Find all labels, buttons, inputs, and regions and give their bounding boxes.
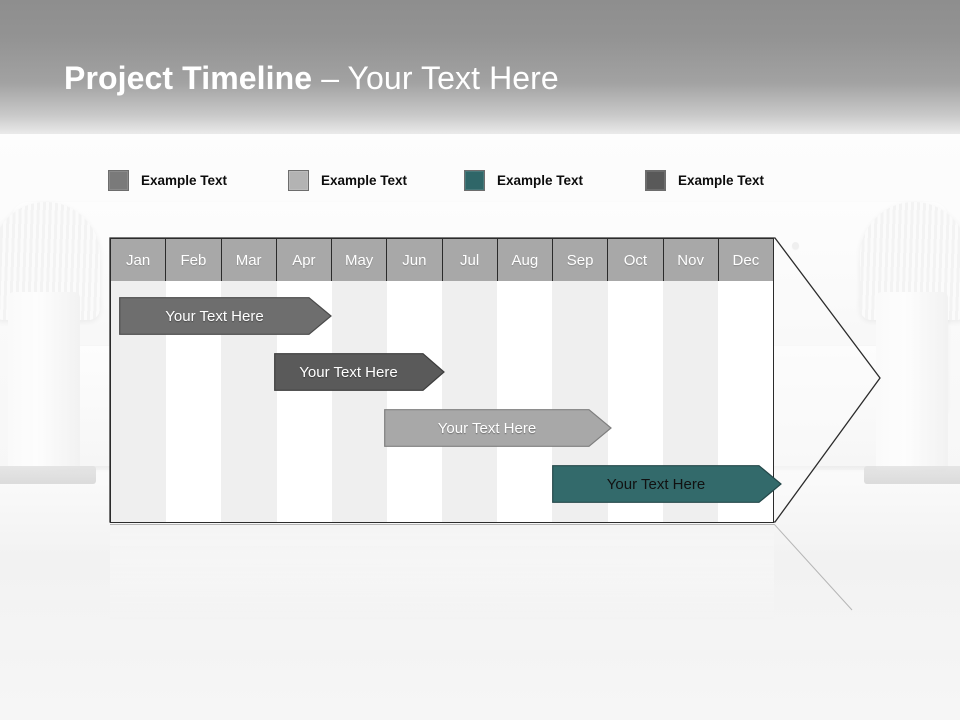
page-title: Project Timeline – Your Text Here (64, 60, 559, 97)
month-header-oct: Oct (608, 239, 664, 281)
task-bar-2[interactable]: Your Text Here (274, 353, 445, 391)
grid-column (386, 281, 443, 522)
legend-item-1[interactable]: Example Text (108, 168, 227, 192)
legend-label: Example Text (497, 172, 584, 188)
month-header-jan: Jan (111, 239, 167, 281)
reflection-arrow-line (774, 524, 853, 611)
month-header-mar: Mar (221, 239, 277, 281)
grid-column (497, 281, 553, 522)
task-bar-4[interactable]: Your Text Here (552, 465, 782, 503)
month-header-aug: Aug (497, 239, 553, 281)
grid-column (442, 281, 498, 522)
month-header-feb: Feb (166, 239, 222, 281)
task-bar-2-shape (274, 353, 445, 391)
legend: Example Text Example Text Example Text E… (0, 168, 960, 194)
legend-item-3[interactable]: Example Text (464, 168, 583, 192)
month-header-apr: Apr (276, 239, 332, 281)
legend-label: Example Text (321, 172, 408, 188)
legend-swatch-icon (645, 169, 666, 191)
chart-reflection (110, 524, 774, 620)
legend-item-4[interactable]: Example Text (645, 168, 764, 192)
task-bar-4-shape (552, 465, 782, 503)
legend-label: Example Text (141, 172, 228, 188)
month-header-nov: Nov (663, 239, 719, 281)
task-bar-1-shape (119, 297, 332, 335)
legend-label: Example Text (678, 172, 765, 188)
page-title-rest: – Your Text Here (312, 60, 559, 96)
legend-item-2[interactable]: Example Text (288, 168, 407, 192)
sofa-arm-left (0, 196, 106, 486)
legend-swatch-icon (464, 169, 485, 191)
month-header-jun: Jun (387, 239, 443, 281)
page-title-bold: Project Timeline (64, 60, 313, 96)
title-band: Project Timeline – Your Text Here (0, 0, 960, 134)
month-header-row: Jan Feb Mar Apr May Jun Jul Aug Sep Oct … (111, 239, 773, 281)
month-header-dec: Dec (718, 239, 773, 281)
timeline-chart: Jan Feb Mar Apr May Jun Jul Aug Sep Oct … (110, 238, 782, 523)
legend-swatch-icon (108, 169, 129, 191)
month-header-jul: Jul (442, 239, 498, 281)
task-bar-3[interactable]: Your Text Here (384, 409, 612, 447)
grid-column (331, 281, 387, 522)
legend-swatch-icon (288, 169, 309, 191)
month-header-sep: Sep (553, 239, 609, 281)
task-bars: Your Text Here Your Text Here Your Text … (111, 281, 782, 522)
task-bar-1[interactable]: Your Text Here (119, 297, 332, 335)
sofa-arm-right (854, 196, 960, 486)
month-header-may: May (332, 239, 388, 281)
task-bar-3-shape (384, 409, 612, 447)
